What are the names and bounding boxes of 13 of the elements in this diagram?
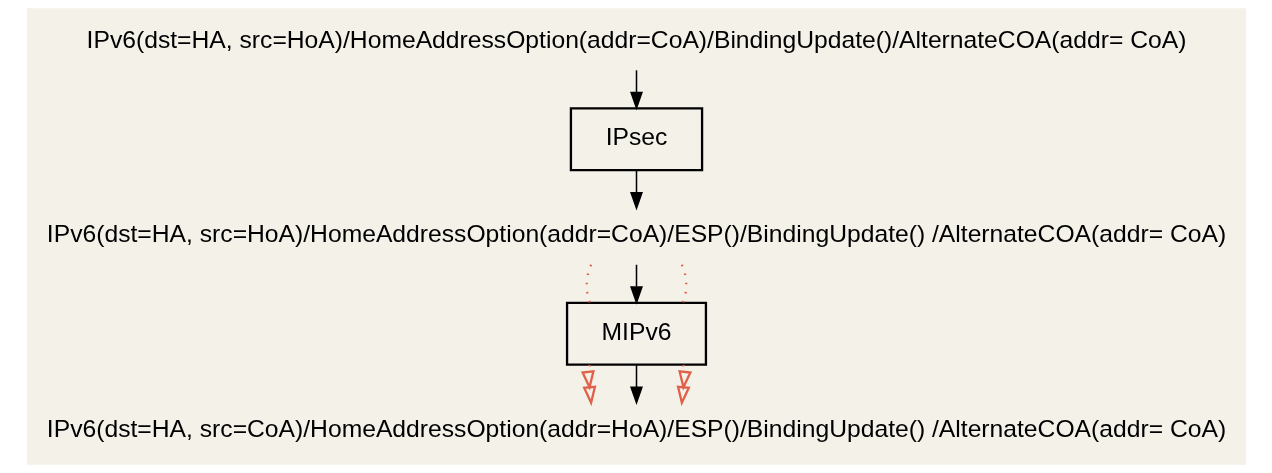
node-text: IPv6(dst=HA, src=HoA)/HomeAddressOption(addr=CoA)/ESP()/BindingUpdate() /AlternateCOA(addr= CoA) xyxy=(46,220,1226,248)
connector xyxy=(680,264,687,303)
arrow xyxy=(629,364,643,405)
arrow xyxy=(629,264,643,305)
arrow xyxy=(629,69,643,111)
node-box: IPsec xyxy=(569,107,703,172)
node-box: MIPv6 xyxy=(565,301,707,366)
connector xyxy=(585,264,592,303)
arrow xyxy=(629,169,643,211)
arrow xyxy=(676,364,692,407)
node-text: IPv6(dst=HA, src=HoA)/HomeAddressOption(addr=CoA)/BindingUpdate()/AlternateCOA(addr= CoA) xyxy=(86,25,1186,53)
arrow xyxy=(580,364,596,407)
node-text: IPv6(dst=HA, src=CoA)/HomeAddressOption(addr=HoA)/ESP()/BindingUpdate() /AlternateCOA(addr= CoA) xyxy=(46,414,1226,442)
